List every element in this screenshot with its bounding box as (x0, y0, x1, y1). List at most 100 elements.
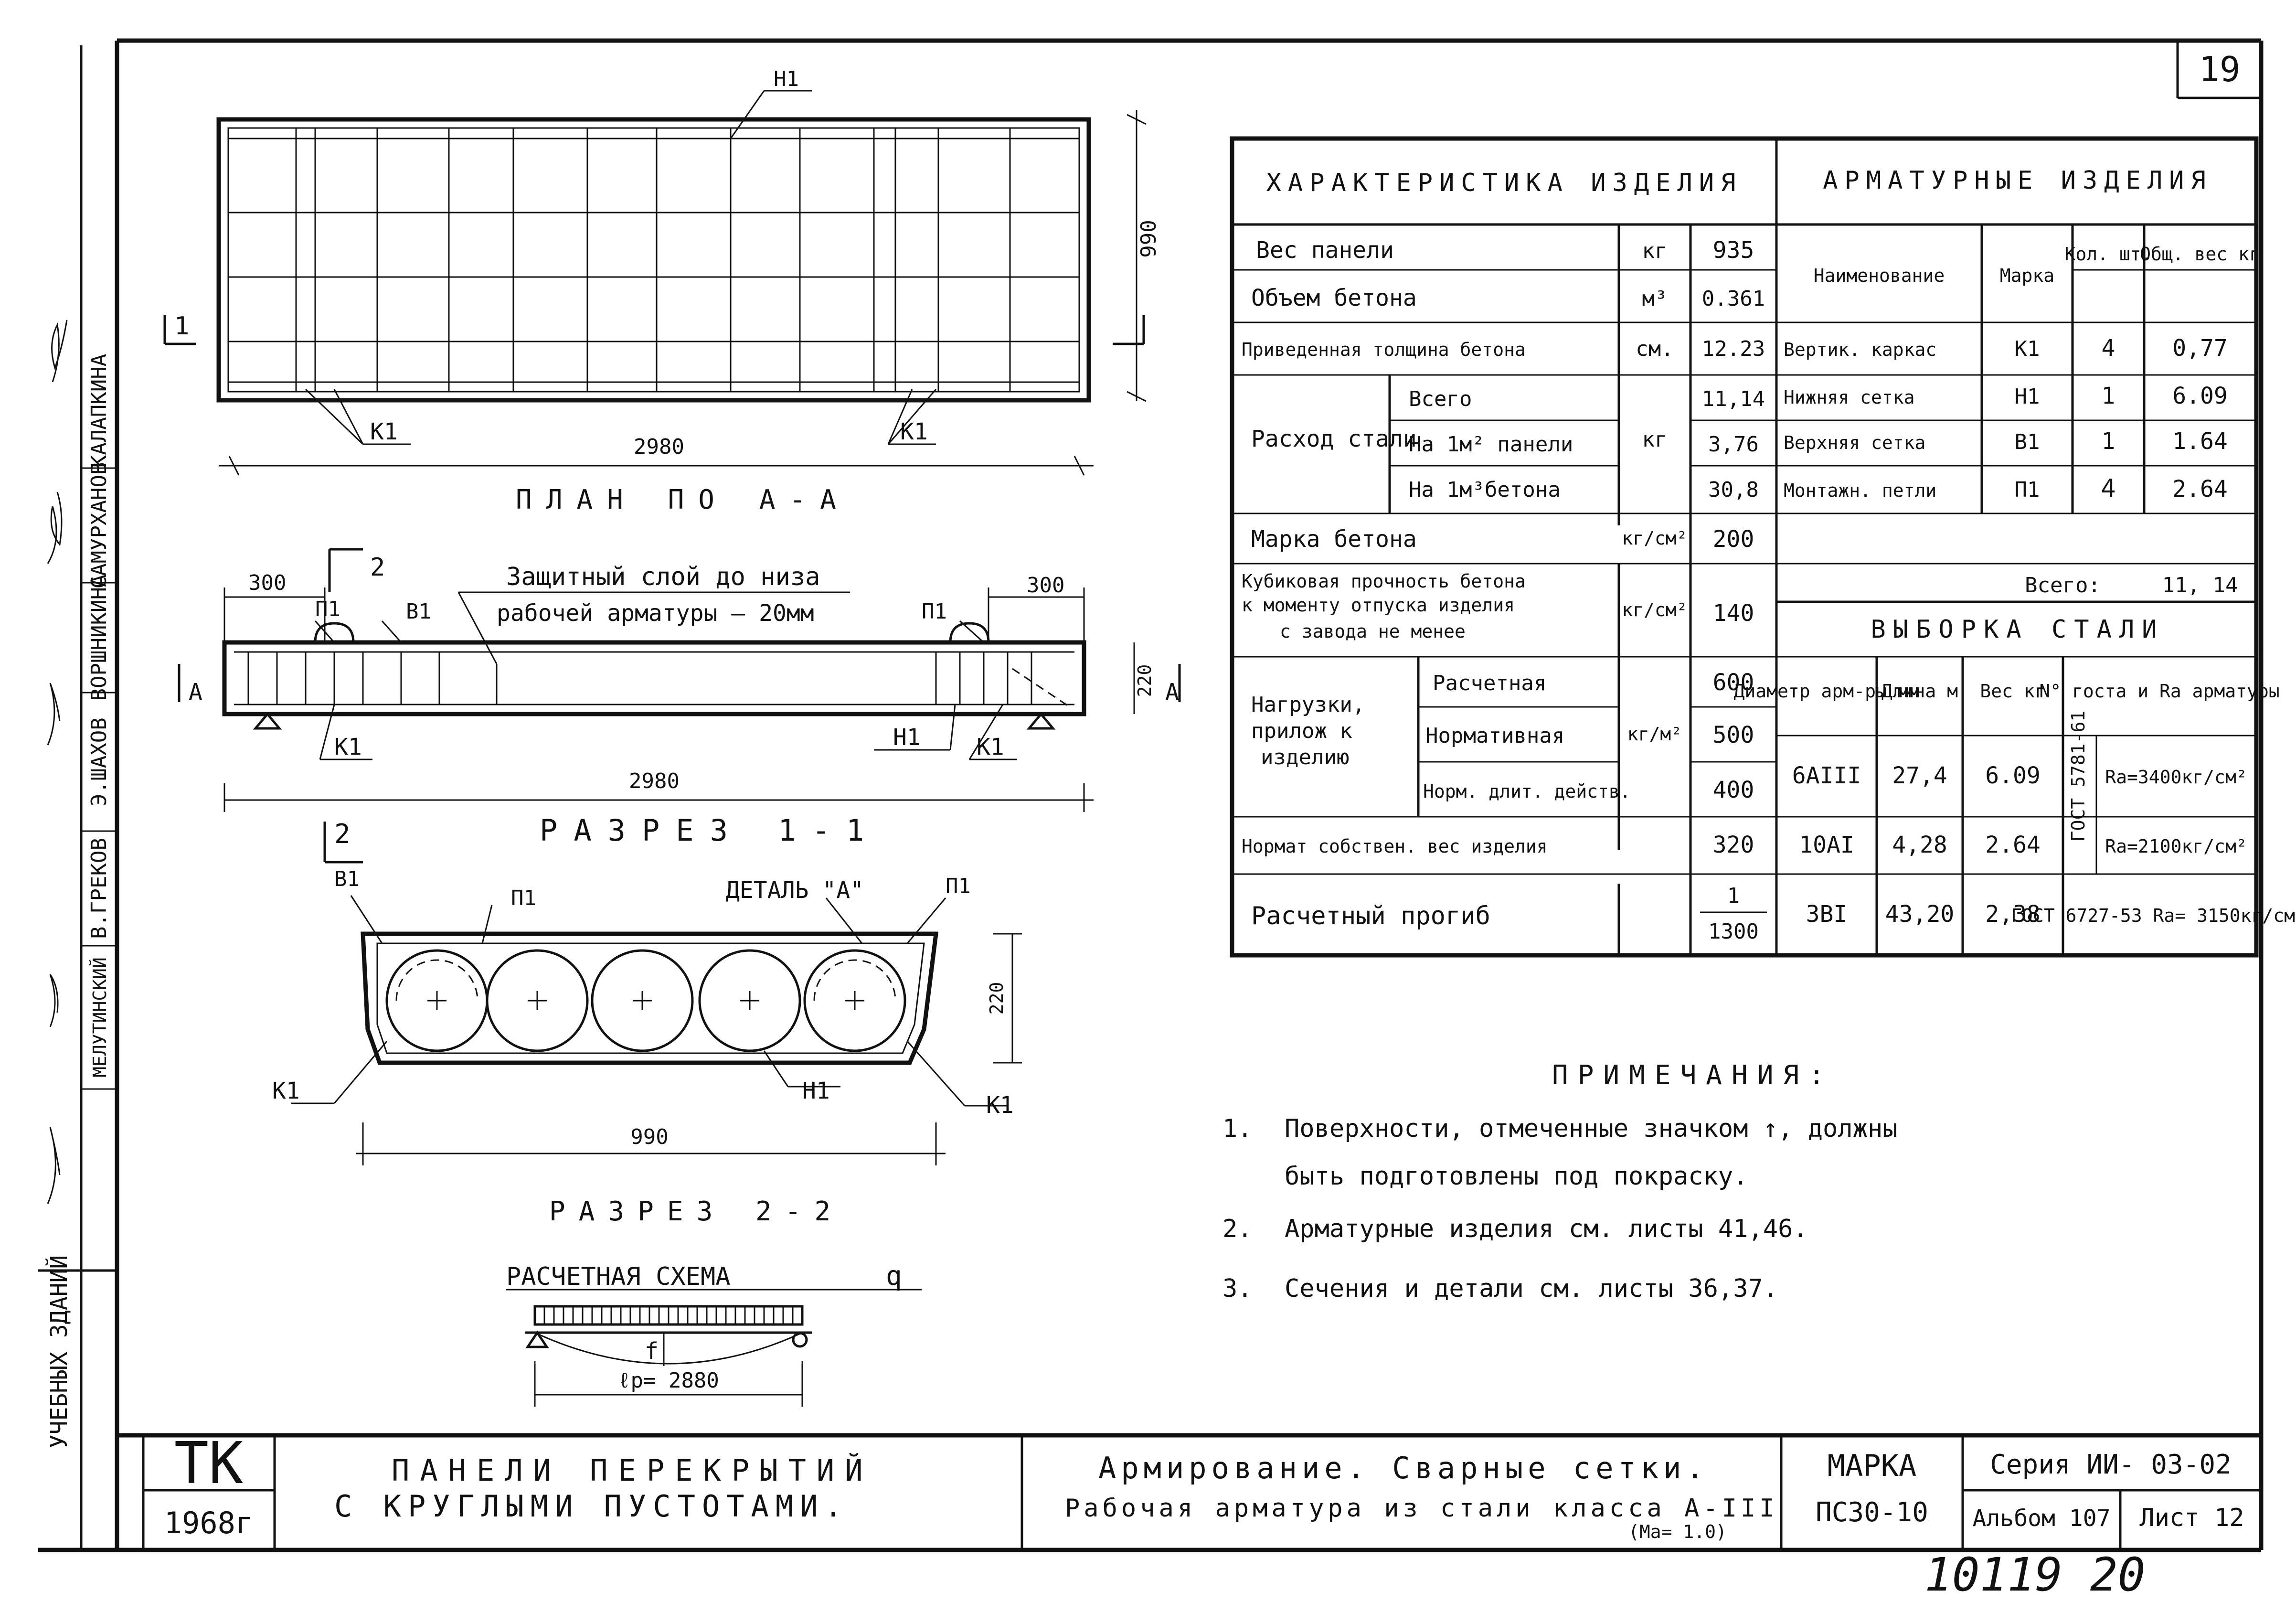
note-1-text: Поверхности, отмеченные значком ↑, должн… (1285, 1114, 1898, 1143)
s11-section-mark: 2 (370, 553, 385, 582)
selection-col-length: Длина м (1881, 681, 1958, 702)
reinf-row3-weight: 1.64 (2172, 428, 2228, 455)
cube-strength-unit: кг/см² (1622, 599, 1687, 620)
characteristics-table (1230, 136, 2259, 958)
selection-row2-weight: 2.64 (1985, 832, 2041, 858)
s11-note-line2: рабочей арматуры – 20мм (497, 600, 814, 627)
loads-unit: кг/м² (1627, 724, 1682, 745)
reinf-row3-mark: В1 (2015, 430, 2040, 454)
s11-dim-right: 300 (1027, 573, 1064, 598)
s22-dim-width: 990 (630, 1125, 668, 1149)
s11-dim-left: 300 (248, 571, 286, 595)
void-circle (803, 949, 906, 1052)
reinf-row4-name: Монтажн. петли (1784, 480, 1936, 501)
reinf-row2-qty: 1 (2102, 383, 2115, 409)
side-label-2: САМУРХАНОВ (87, 462, 111, 589)
char-header: ХАРАКТЕРИСТИКА ИЗДЕЛИЯ (1266, 169, 1743, 197)
loads-label3: изделию (1261, 745, 1349, 769)
concrete-grade-value: 200 (1713, 526, 1754, 553)
s11-title: РАЗРЕЗ 1-1 (540, 813, 880, 848)
selection-row3-ra: ГОСТ 6727-53 Ra= 3150кг/см² (2011, 905, 2296, 926)
reinf-row1-qty: 4 (2102, 335, 2115, 362)
handwritten-number: 10119 20 (1924, 1548, 2145, 1602)
plan-label-k1-right: К1 (900, 418, 928, 445)
s22-label-k1-right: К1 (986, 1092, 1014, 1119)
char-row-weight-value: 935 (1713, 237, 1754, 264)
list-label: Лист 12 (2139, 1504, 2244, 1532)
steel-unit: кг (1642, 427, 1668, 452)
s11-label-p1-left: П1 (315, 597, 340, 621)
concrete-grade-label: Марка бетона (1251, 526, 1417, 553)
reinf-row4-weight: 2.64 (2172, 476, 2228, 502)
s11-label-a-left: А (189, 679, 202, 705)
s11-dim-height: 220 (1134, 664, 1155, 697)
reinf-total-label: Всего: (2025, 573, 2101, 598)
reinf-row4-mark: П1 (2015, 478, 2040, 502)
plan-title: ПЛАН ПО А-А (516, 484, 850, 515)
selection-row1-weight: 6.09 (1985, 762, 2041, 789)
s11-label-a-right: А (1165, 679, 1179, 705)
section-2-2-drawing (291, 822, 1022, 1165)
steel-per-m3-value: 30,8 (1708, 478, 1759, 502)
plan-drawing (163, 90, 1147, 476)
steel-per-m3-label: На 1м³бетона (1409, 478, 1561, 502)
notes-title: ПРИМЕЧАНИЯ: (1552, 1060, 1834, 1091)
reinf-row3-qty: 1 (2102, 428, 2115, 455)
deflection-label: Расчетный прогиб (1251, 902, 1490, 930)
cube-strength-line1: Кубиковая прочность бетона (1242, 571, 1526, 592)
calc-scheme-drawing (506, 1289, 922, 1407)
s11-label-n1: Н1 (893, 724, 921, 751)
cube-strength-value: 140 (1713, 600, 1754, 627)
steel-label: Расход стали (1251, 426, 1417, 452)
self-weight-label: Нормат собствен. вес изделия (1242, 836, 1548, 857)
selection-col-gost: N° госта и Ra арматуры (2039, 681, 2279, 702)
s11-note-line1: Защитный слой до низа (506, 563, 820, 591)
char-row-thickness-label: Приведенная толщина бетона (1242, 339, 1526, 360)
note-1-num: 1. (1222, 1114, 1253, 1143)
reinf-header: АРМАТУРНЫЕ ИЗДЕЛИЯ (1823, 166, 2212, 195)
reinf-row2-name: Нижняя сетка (1784, 387, 1915, 408)
year-label: 1968г (164, 1506, 254, 1540)
side-strip (38, 45, 117, 1550)
s22-label-p1-left: П1 (511, 886, 536, 910)
selection-row3-length: 43,20 (1885, 901, 1955, 928)
side-label-5: В.ГРЕКОВ (87, 838, 111, 939)
selection-row2-length: 4,28 (1892, 832, 1947, 858)
void-circle (591, 949, 694, 1052)
note-2-text: Арматурные изделия см. листы 41,46. (1285, 1215, 1808, 1243)
steel-total-label: Всего (1409, 387, 1472, 411)
reinf-row4-qty: 4 (2101, 474, 2115, 503)
steel-total-value: 11,14 (1702, 387, 1765, 411)
selection-row1-length: 27,4 (1892, 762, 1947, 789)
note-2-num: 2. (1222, 1215, 1253, 1243)
product-title-line1: ПАНЕЛИ ПЕРЕКРЫТИЙ (392, 1453, 873, 1488)
selection-row2-ra: Ra=2100кг/см² (2105, 836, 2247, 857)
loads-norm-label: Нормативная (1425, 724, 1564, 748)
s22-label-k1-left: К1 (272, 1078, 300, 1104)
s22-label-p1-right: П1 (946, 874, 971, 898)
side-label-3: ВОРШНИКИНА (87, 575, 111, 701)
self-weight-value: 320 (1713, 832, 1754, 858)
plan-label-n1: Н1 (774, 67, 799, 91)
plan-dim-width: 990 (1137, 220, 1161, 257)
selection-row1-ra: Ra=3400кг/см² (2105, 767, 2247, 788)
side-strip-bottom: УЧЕБНЫХ ЗДАНИЙ (45, 1255, 73, 1449)
concrete-grade-unit: кг/см² (1622, 528, 1687, 549)
cube-strength-line2: к моменту отпуска изделия (1242, 595, 1515, 616)
section-1-1-drawing (178, 548, 1181, 812)
loads-label2: прилож к (1251, 719, 1352, 743)
s22-dim-height: 220 (986, 982, 1007, 1015)
char-row-volume-label: Объем бетона (1251, 285, 1417, 311)
note-1-cont: быть подготовлены под покраску. (1285, 1162, 1748, 1191)
description-line1: Армирование. Сварные сетки. (1098, 1451, 1709, 1485)
s11-label-v1: В1 (406, 599, 431, 624)
cube-strength-line3: с завода не менее (1280, 621, 1466, 642)
plan-section-mark: 1 (174, 312, 189, 341)
s22-label-detail: ДЕТАЛЬ "А" (726, 877, 864, 904)
reinf-total-value: 11, 14 (2162, 573, 2238, 598)
scheme-title: РАСЧЕТНАЯ СХЕМА (506, 1262, 731, 1291)
scheme-q: q (886, 1260, 902, 1292)
deflection-denominator: 1300 (1708, 919, 1759, 944)
selection-header: ВЫБОРКА СТАЛИ (1871, 615, 2165, 644)
steel-per-m2-value: 3,76 (1708, 432, 1759, 457)
